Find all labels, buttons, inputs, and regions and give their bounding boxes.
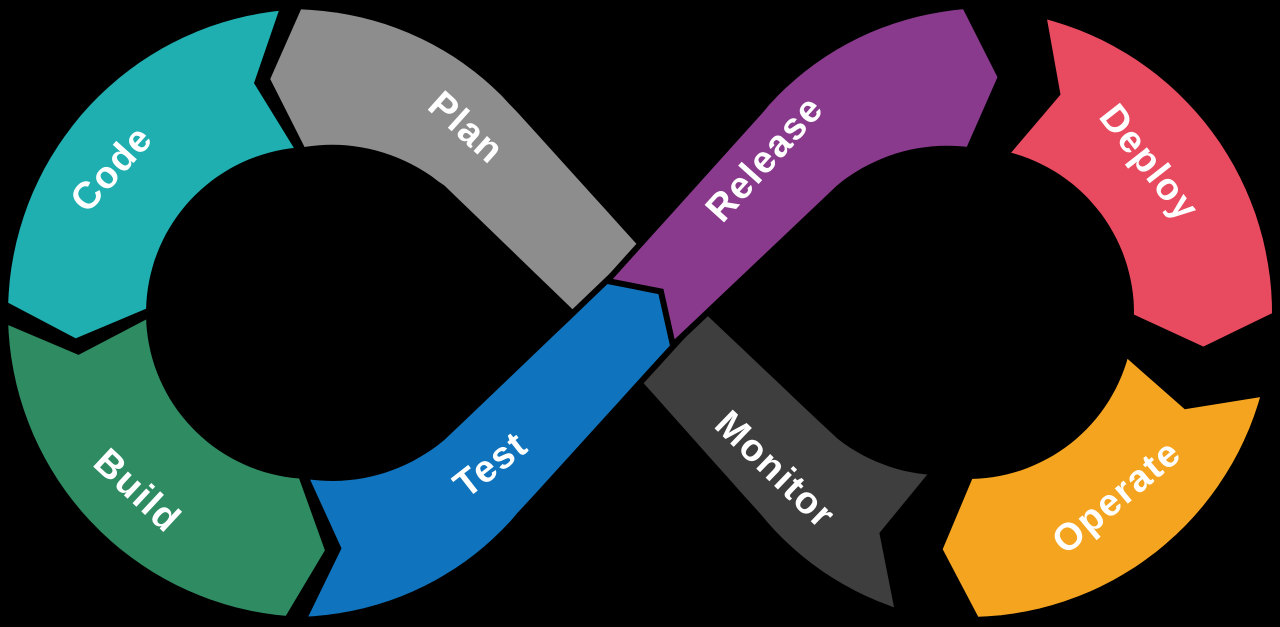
segment-deploy-arrow	[1000, 11, 1279, 354]
segment-build-arrow	[1, 309, 332, 623]
segment-release-arrow	[601, 2, 1005, 351]
segment-operate-arrow	[936, 347, 1269, 623]
segment-plan-arrow	[263, 3, 699, 372]
segment-code-arrow	[2, 3, 305, 345]
